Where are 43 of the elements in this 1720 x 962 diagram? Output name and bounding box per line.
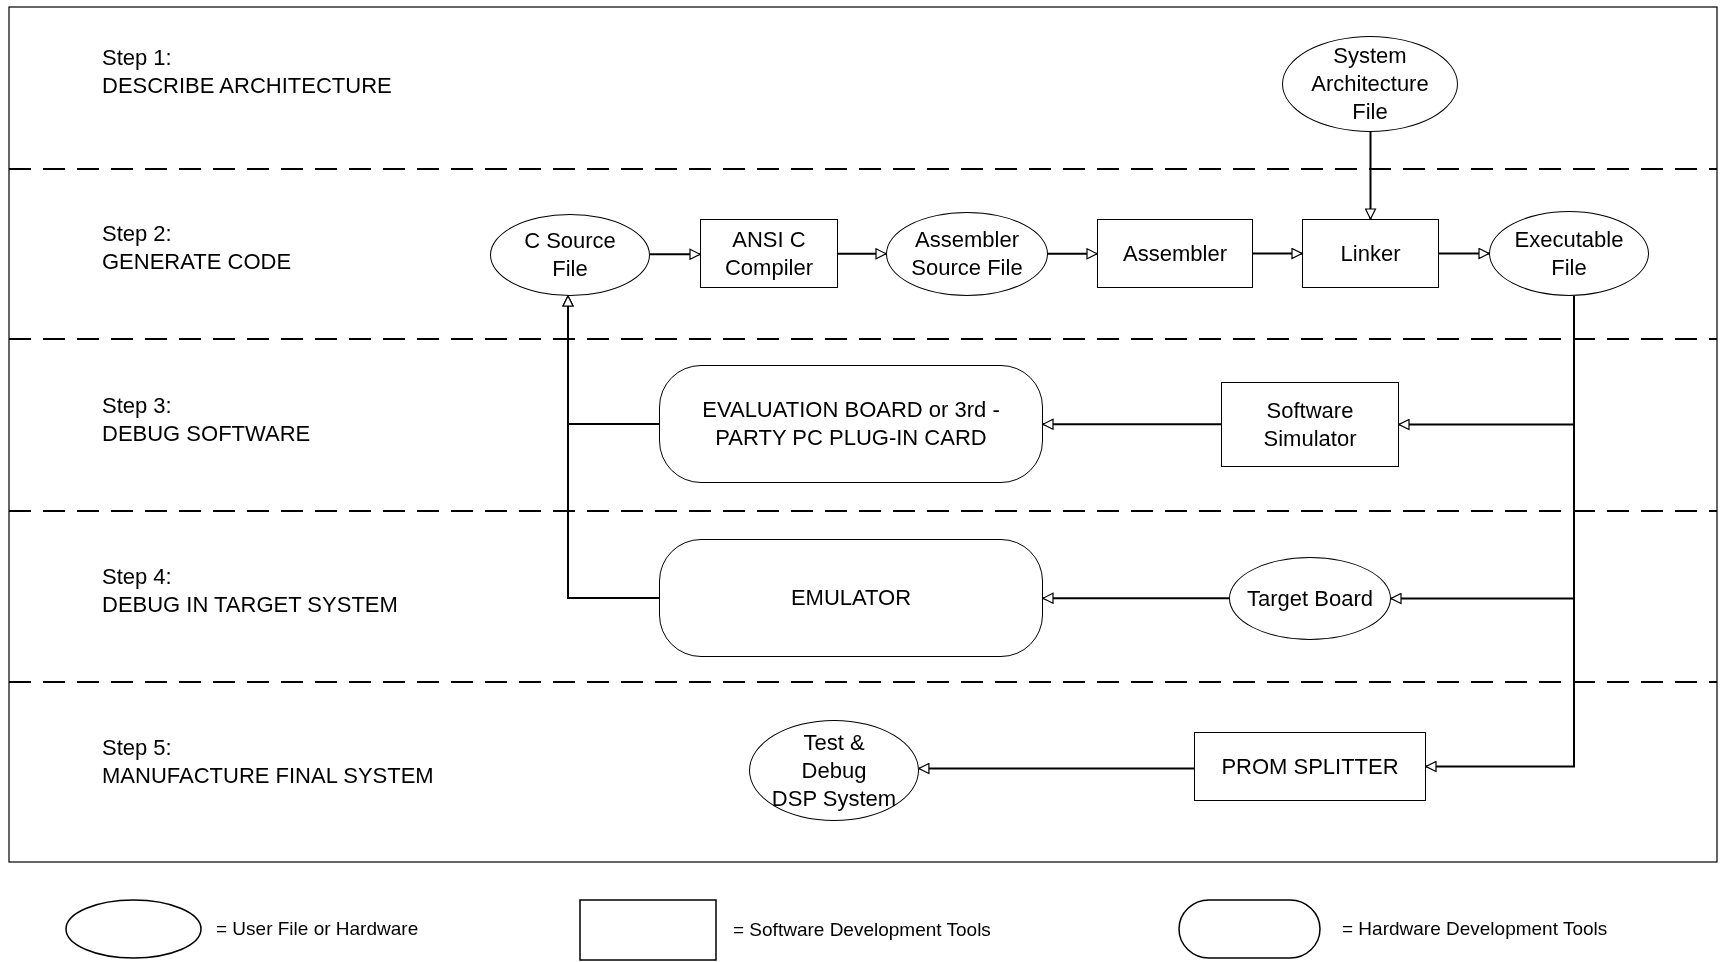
arrow xyxy=(837,248,887,260)
process-box xyxy=(1221,382,1399,467)
arrow xyxy=(1252,247,1303,260)
node-label: Executable File xyxy=(1513,225,1625,282)
step-number: Step 4: xyxy=(102,563,172,591)
step-title: DEBUG IN TARGET SYSTEM xyxy=(102,591,398,619)
node-label: Linker xyxy=(1340,239,1401,268)
process-box xyxy=(1194,732,1426,801)
node-label: C Source File xyxy=(523,227,617,283)
arrow xyxy=(917,762,1195,775)
arrow xyxy=(1042,418,1222,430)
node-label: Assembler xyxy=(1123,239,1227,268)
arrow xyxy=(1364,131,1377,220)
process-box xyxy=(700,219,838,288)
step-title: GENERATE CODE xyxy=(102,248,292,276)
rounded-box xyxy=(659,365,1043,483)
step-number: Step 3: xyxy=(102,392,172,420)
step-number: Step 5: xyxy=(102,734,172,762)
arrow xyxy=(562,295,660,599)
node-label: EMULATOR xyxy=(790,584,912,612)
legend-label: = Software Development Tools xyxy=(733,919,991,941)
rounded-box xyxy=(659,539,1043,657)
arrow xyxy=(1047,248,1098,260)
node-label: System Architecture File xyxy=(1310,42,1430,126)
step-number: Step 1: xyxy=(102,44,172,72)
arrow xyxy=(1438,247,1490,260)
process-box xyxy=(1097,219,1253,288)
step-title: MANUFACTURE FINAL SYSTEM xyxy=(102,762,434,790)
node-label: ANSI C Compiler xyxy=(724,225,814,282)
node-label: Test & Debug DSP System xyxy=(770,728,898,813)
legend-label: = User File or Hardware xyxy=(216,918,419,940)
step-title: DESCRIBE ARCHITECTURE xyxy=(102,72,392,100)
node-label: Software Simulator xyxy=(1262,396,1358,453)
arrow xyxy=(1042,592,1230,604)
arrow xyxy=(649,248,701,260)
node-label: EVALUATION BOARD or 3rd -PARTY PC PLUG-IN CARD xyxy=(701,396,1001,452)
step-number: Step 2: xyxy=(102,220,172,248)
legend-label: = Hardware Development Tools xyxy=(1342,918,1608,940)
node-label: PROM SPLITTER xyxy=(1221,752,1399,781)
node-label: Target Board xyxy=(1247,584,1373,613)
node-label: Assembler Source File xyxy=(910,226,1024,282)
process-box xyxy=(1302,219,1439,288)
step-title: DEBUG SOFTWARE xyxy=(102,420,311,448)
